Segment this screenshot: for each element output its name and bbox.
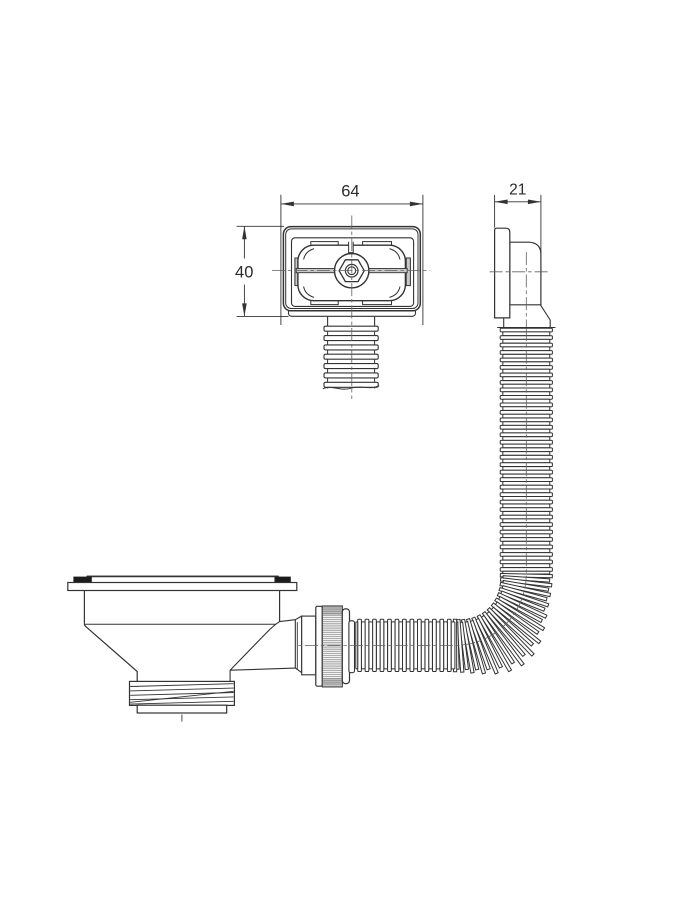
- svg-text:64: 64: [341, 183, 359, 201]
- svg-text:40: 40: [235, 263, 253, 281]
- svg-text:21: 21: [509, 182, 526, 199]
